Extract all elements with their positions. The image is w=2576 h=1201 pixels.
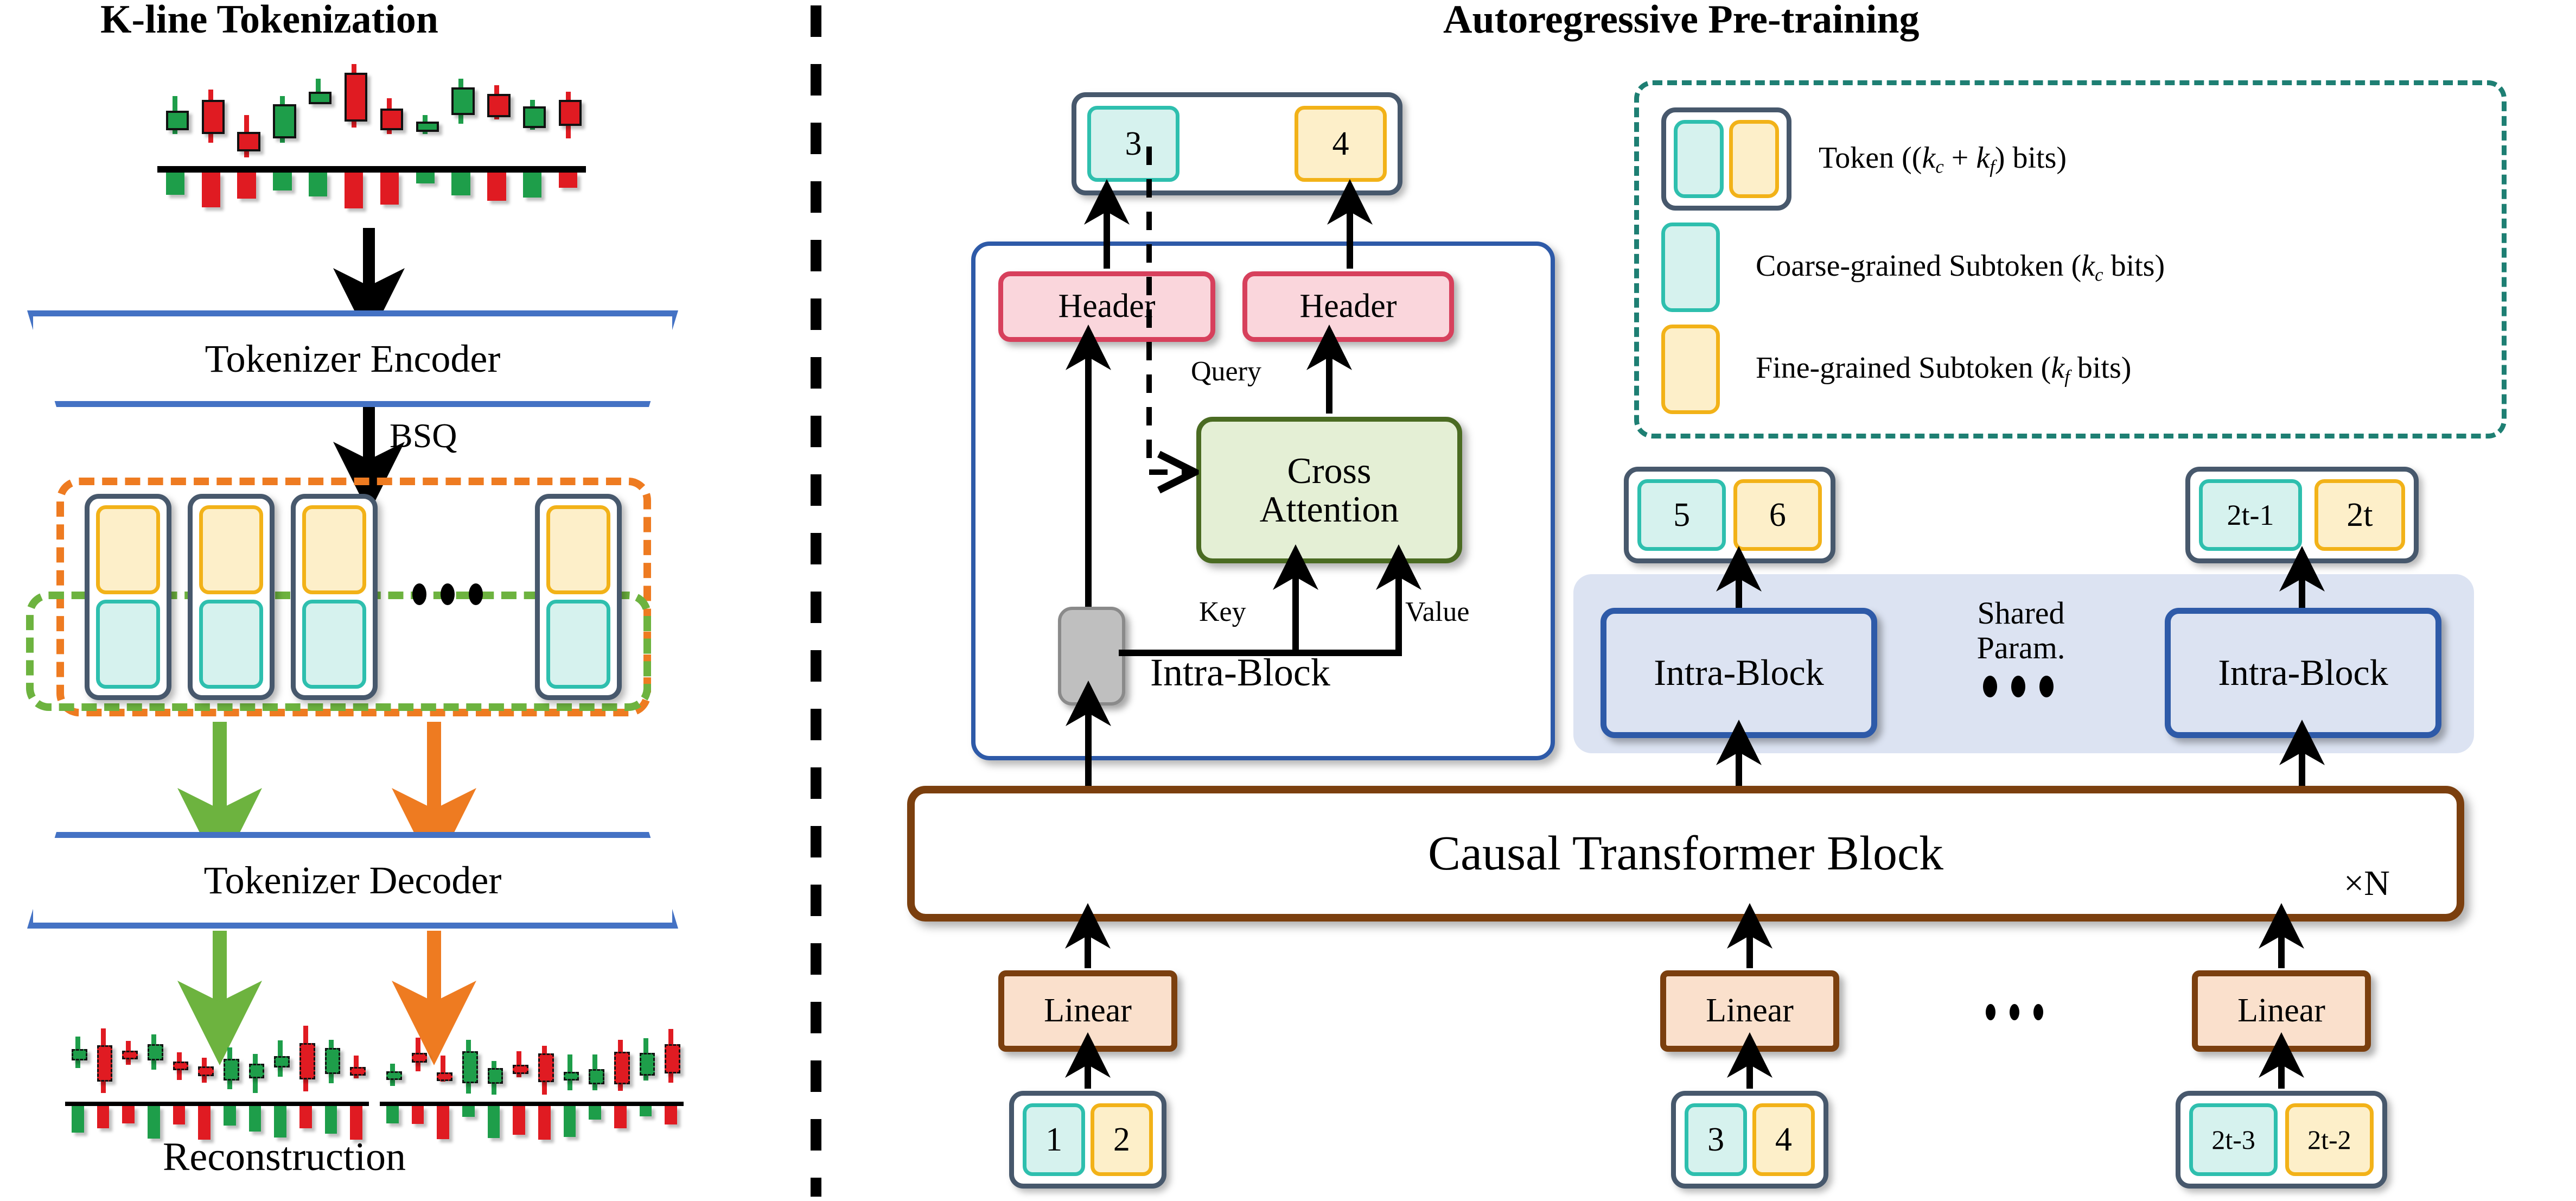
- cross-attention-box: Cross Attention: [1196, 417, 1462, 563]
- output-coarse-subtoken: 3: [1087, 106, 1179, 182]
- input-token-3-4: 3 4: [1671, 1091, 1828, 1189]
- coarse-subtoken: [546, 600, 610, 689]
- cross-attention-line2: Attention: [1259, 488, 1399, 530]
- linear-box-1: Linear: [998, 970, 1177, 1052]
- fine-subtoken: [302, 505, 366, 594]
- input-fine-2: 2: [1090, 1103, 1153, 1176]
- coarse-subtoken-2t-1: 2t-1: [2199, 479, 2302, 551]
- reconstruction-chart-right: [380, 1020, 684, 1146]
- panel-divider: [811, 5, 821, 1197]
- legend-coarse-text: Coarse-grained Subtoken (kc bits): [1756, 249, 2165, 285]
- bsq-label: BSQ: [390, 416, 457, 455]
- intra-block-detail-label: Intra-Block: [1150, 651, 1330, 694]
- value-label: Value: [1405, 596, 1470, 627]
- coarse-subtoken: [302, 600, 366, 689]
- legend-fine-inner: [1729, 120, 1779, 198]
- input-coarse-2t-3: 2t-3: [2189, 1103, 2278, 1176]
- legend-fine-swatch: [1661, 325, 1720, 414]
- tokenizer-encoder: Tokenizer Encoder: [27, 310, 678, 407]
- intra-block-left: Intra-Block: [1601, 608, 1877, 738]
- legend-fine-text: Fine-grained Subtoken (kf bits): [1756, 351, 2132, 387]
- input-fine-2t-2: 2t-2: [2285, 1103, 2374, 1176]
- legend-box: [1634, 80, 2507, 439]
- reconstruction-chart-left: [65, 1020, 369, 1146]
- fine-subtoken: [199, 505, 263, 594]
- linear-box-3: Linear: [2192, 970, 2371, 1052]
- shared-param-line2: Param.: [1976, 630, 2065, 665]
- token-stack: [291, 494, 378, 700]
- legend-row-coarse: Coarse-grained Subtoken (kc bits): [1661, 223, 2464, 312]
- causal-transformer-label: Causal Transformer Block: [1428, 826, 1943, 880]
- tokenizer-decoder-label: Tokenizer Decoder: [203, 858, 502, 902]
- header-right: Header: [1242, 271, 1454, 342]
- input-kline-chart: [157, 60, 586, 223]
- input-token-2t-3-2t-2: 2t-3 2t-2: [2176, 1091, 2387, 1189]
- input-fine-4: 4: [1752, 1103, 1815, 1176]
- query-label: Query: [1191, 356, 1261, 387]
- input-token-1-2: 1 2: [1009, 1091, 1166, 1189]
- input-coarse-3: 3: [1685, 1103, 1748, 1176]
- token-ellipsis: [412, 583, 483, 605]
- linear-box-2: Linear: [1660, 970, 1839, 1052]
- fine-subtoken-2t: 2t: [2314, 479, 2405, 551]
- output-fine-subtoken: 4: [1295, 106, 1387, 182]
- shared-param-ellipsis: [1983, 676, 2054, 697]
- legend-row-fine: Fine-grained Subtoken (kf bits): [1661, 325, 2464, 414]
- legend-coarse-inner: [1674, 120, 1724, 198]
- shared-param-line1: Shared: [1977, 595, 2065, 631]
- linear-row-ellipsis: [1986, 1004, 2043, 1020]
- token-5-6: 5 6: [1624, 467, 1835, 563]
- shared-param-label: Shared Param.: [1931, 587, 2110, 674]
- fine-subtoken: [96, 505, 160, 594]
- legend-coarse-swatch: [1661, 223, 1720, 312]
- fine-subtoken: [546, 505, 610, 594]
- key-label: Key: [1199, 596, 1246, 627]
- left-panel-title: K-line Tokenization: [100, 0, 438, 42]
- repeat-count-label: ×N: [2344, 863, 2390, 903]
- cross-attention-line1: Cross: [1287, 449, 1372, 491]
- legend-token-text: Token ((kc + kf) bits): [1819, 141, 2067, 177]
- fine-subtoken-6: 6: [1733, 479, 1822, 551]
- reconstruction-label: Reconstruction: [163, 1135, 406, 1179]
- coarse-subtoken-5: 5: [1637, 479, 1726, 551]
- token-stack: [188, 494, 275, 700]
- legend-token-swatch: [1661, 107, 1791, 211]
- coarse-subtoken: [96, 600, 160, 689]
- causal-transformer-block: Causal Transformer Block: [907, 786, 2464, 922]
- header-left: Header: [998, 271, 1215, 342]
- coarse-subtoken: [199, 600, 263, 689]
- intra-block-right: Intra-Block: [2165, 608, 2441, 738]
- token-stack: [85, 494, 171, 700]
- intra-block-state-box: [1058, 607, 1125, 706]
- input-coarse-1: 1: [1023, 1103, 1086, 1176]
- tokenizer-encoder-label: Tokenizer Encoder: [205, 336, 501, 380]
- legend-row-token: Token ((kc + kf) bits): [1661, 107, 2464, 211]
- tokenizer-decoder: Tokenizer Decoder: [27, 832, 678, 929]
- right-panel-title: Autoregressive Pre-training: [1443, 0, 1920, 42]
- output-token: 3 4: [1072, 92, 1402, 195]
- token-2t-1-2t: 2t-1 2t: [2185, 467, 2419, 563]
- token-stack: [535, 494, 622, 700]
